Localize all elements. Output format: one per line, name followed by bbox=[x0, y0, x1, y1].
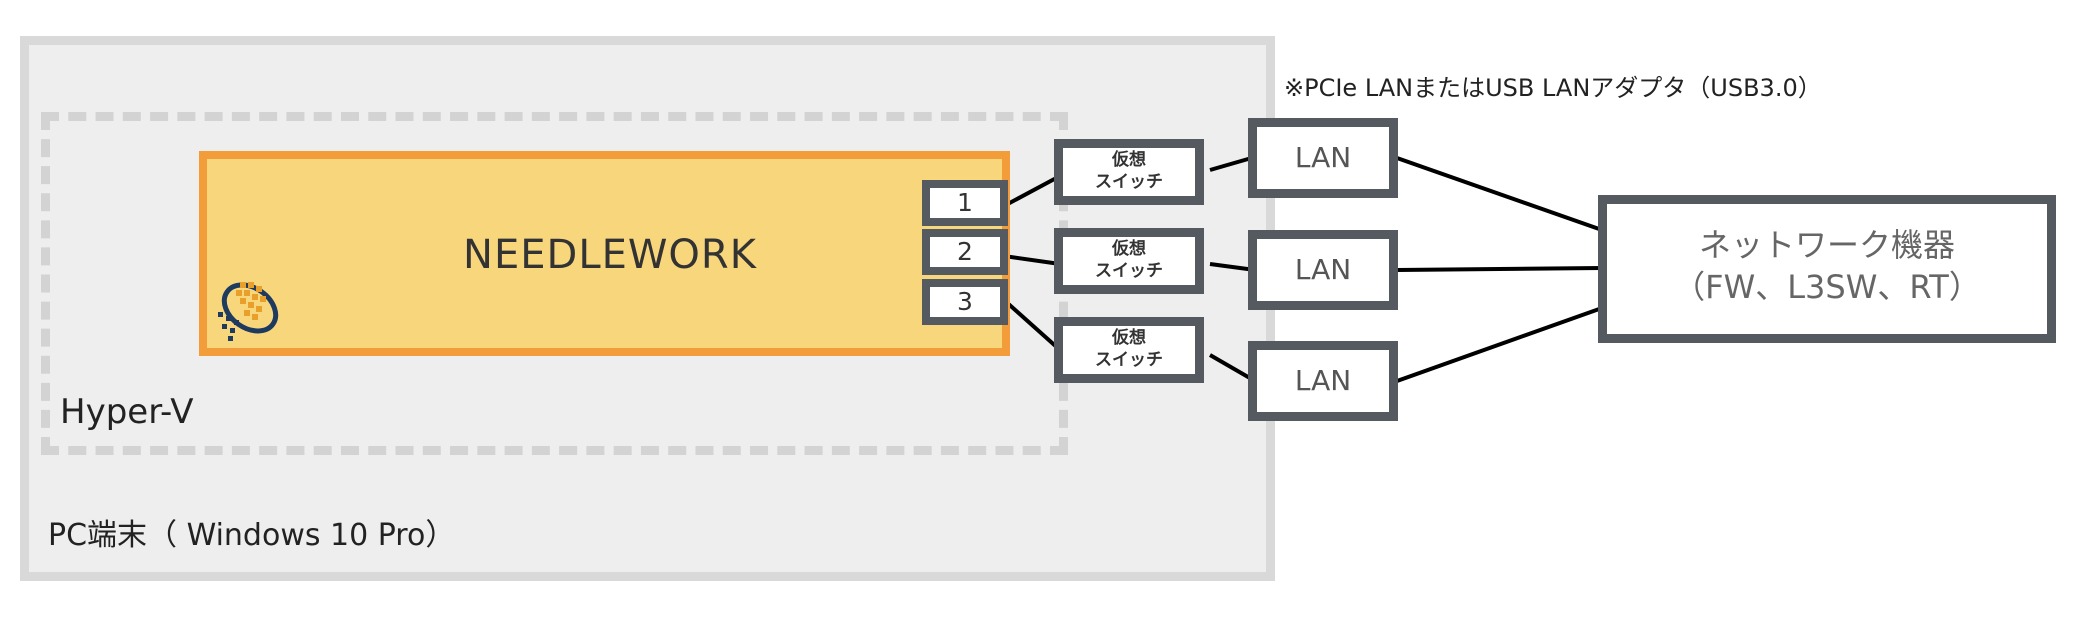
wire-lan2-netdev bbox=[1396, 266, 1603, 272]
wire-port3-vswitch3 bbox=[1002, 298, 1062, 352]
lan-adapter-1: LAN bbox=[1248, 118, 1398, 198]
lan-adapter-3: LAN bbox=[1248, 341, 1398, 421]
wire-port2-vswitch2 bbox=[1003, 254, 1061, 266]
adapter-note: ※PCIe LANまたはUSB LANアダプタ（USB3.0） bbox=[1284, 74, 1822, 102]
port-2: 2 bbox=[922, 229, 1008, 275]
vswitch-label-line1: 仮想 bbox=[1112, 239, 1146, 259]
wire-lan3-netdev bbox=[1396, 306, 1603, 383]
pc-label: PC端末（ Windows 10 Pro） bbox=[48, 518, 456, 553]
needlework-title: NEEDLEWORK bbox=[463, 232, 757, 278]
wire-vswitch3-lan3 bbox=[1208, 353, 1257, 383]
needlework-logo-icon bbox=[218, 282, 279, 341]
network-device: ネットワーク機器 （FW、L3SW、RT） bbox=[1598, 195, 2056, 343]
vswitch-label-line1: 仮想 bbox=[1112, 150, 1146, 170]
wire-vswitch1-lan1 bbox=[1209, 155, 1256, 172]
wire-vswitch2-lan2 bbox=[1209, 262, 1256, 272]
virtual-switch-2: 仮想 スイッチ bbox=[1054, 228, 1204, 294]
lan-adapter-2: LAN bbox=[1248, 230, 1398, 310]
network-device-types: （FW、L3SW、RT） bbox=[1673, 268, 1981, 306]
vswitch-label-line2: スイッチ bbox=[1095, 172, 1163, 192]
wire-lan1-netdev bbox=[1396, 156, 1603, 232]
hyperv-label: Hyper-V bbox=[60, 392, 194, 432]
vswitch-label-line2: スイッチ bbox=[1095, 261, 1163, 281]
network-device-name: ネットワーク機器 bbox=[1698, 226, 1955, 264]
virtual-switch-3: 仮想 スイッチ bbox=[1054, 317, 1204, 383]
vswitch-label-line1: 仮想 bbox=[1112, 328, 1146, 348]
virtual-switch-1: 仮想 スイッチ bbox=[1054, 139, 1204, 205]
vswitch-label-line2: スイッチ bbox=[1095, 350, 1163, 370]
port-1: 1 bbox=[922, 180, 1008, 226]
wire-port1-vswitch1 bbox=[1003, 174, 1061, 208]
port-3: 3 bbox=[922, 279, 1008, 325]
